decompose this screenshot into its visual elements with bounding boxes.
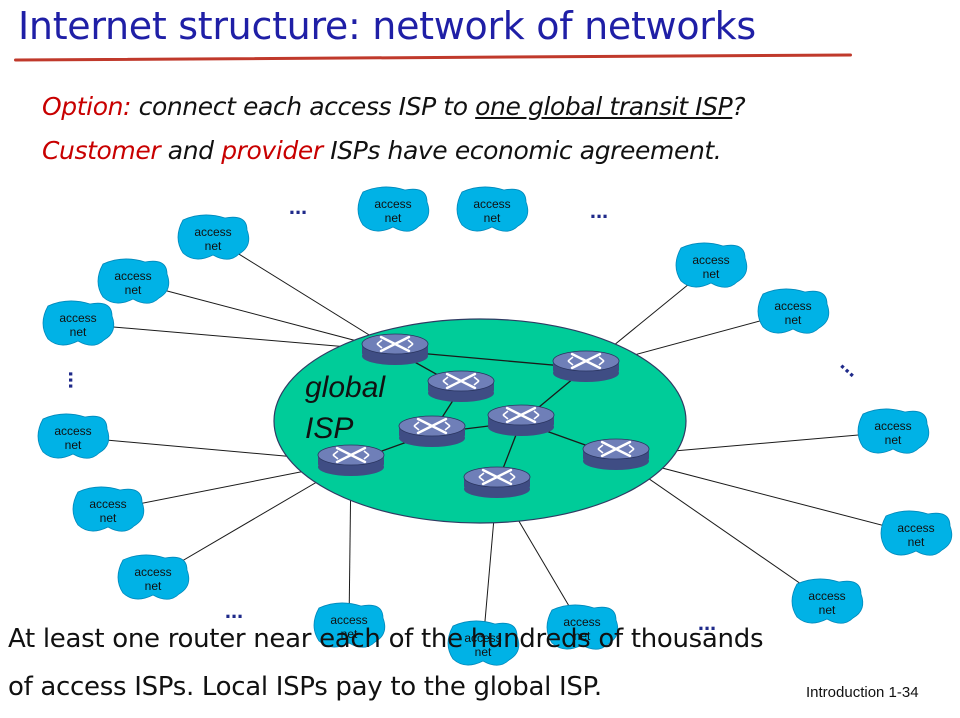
net-label: net [205, 239, 222, 253]
ellipsis-dots: ... [289, 194, 307, 219]
access-label: access [808, 589, 845, 603]
net-label: net [125, 283, 142, 297]
core-label-global: global [305, 371, 386, 404]
customer-word: Customer [42, 136, 161, 165]
bottom-text-line-2: of access ISPs. Local ISPs pay to the gl… [8, 672, 602, 702]
access-link [615, 455, 828, 603]
net-label: net [574, 629, 591, 643]
net-label: net [785, 313, 802, 327]
net-label: net [65, 438, 82, 452]
net-label: net [341, 627, 358, 641]
net-label: net [145, 579, 162, 593]
router-icon [427, 370, 495, 402]
agreement-text: ISPs have economic agreement. [322, 136, 722, 165]
access-link [615, 455, 917, 535]
agreement-line: Customer and provider ISPs have economic… [42, 136, 722, 165]
net-label: net [475, 645, 492, 659]
core-label-isp: ISP [305, 412, 353, 445]
ellipsis-dots: ... [225, 598, 243, 623]
access-label: access [563, 615, 600, 629]
access-label: access [473, 197, 510, 211]
option-text: connect each access ISP to [131, 92, 476, 121]
access-link [212, 237, 396, 352]
access-label: access [194, 225, 231, 239]
access-label: access [134, 565, 171, 579]
router-icon [317, 444, 385, 476]
net-label: net [908, 535, 925, 549]
ellipsis-dots: ... [836, 351, 866, 382]
router-icon [582, 438, 650, 470]
bottom-text-line-1: At least one router near each of the hun… [8, 624, 764, 654]
net-label: net [100, 511, 117, 525]
access-link [132, 281, 396, 352]
access-label: access [59, 311, 96, 325]
access-label: access [374, 197, 411, 211]
access-label: access [464, 631, 501, 645]
access-label: access [54, 424, 91, 438]
access-label: access [897, 521, 934, 535]
option-line: Option: connect each access ISP to one g… [42, 92, 746, 121]
router-icon [487, 404, 555, 436]
provider-word: provider [221, 136, 323, 165]
global-transit-isp-phrase: one global transit ISP [475, 92, 733, 121]
access-label: access [114, 269, 151, 283]
net-label: net [703, 267, 720, 281]
option-label: Option: [42, 92, 132, 121]
and-word: and [160, 136, 222, 165]
option-question-mark: ? [732, 92, 746, 121]
net-label: net [385, 211, 402, 225]
net-label: net [885, 433, 902, 447]
ellipsis-dots: ... [64, 371, 89, 389]
access-label: access [89, 497, 126, 511]
router-icon [552, 350, 620, 382]
ellipsis-dots: ... [590, 198, 608, 223]
access-label: access [330, 613, 367, 627]
access-label: access [692, 253, 729, 267]
net-label: net [819, 603, 836, 617]
net-label: net [70, 325, 87, 339]
slide-title: Internet structure: network of networks [18, 4, 756, 48]
router-icon [398, 415, 466, 447]
router-icon [361, 333, 429, 365]
net-label: net [484, 211, 501, 225]
access-label: access [774, 299, 811, 313]
slide-footer: Introduction 1-34 [806, 684, 919, 701]
router-icon [463, 466, 531, 498]
access-label: access [874, 419, 911, 433]
ellipsis-dots: ... [698, 610, 716, 635]
